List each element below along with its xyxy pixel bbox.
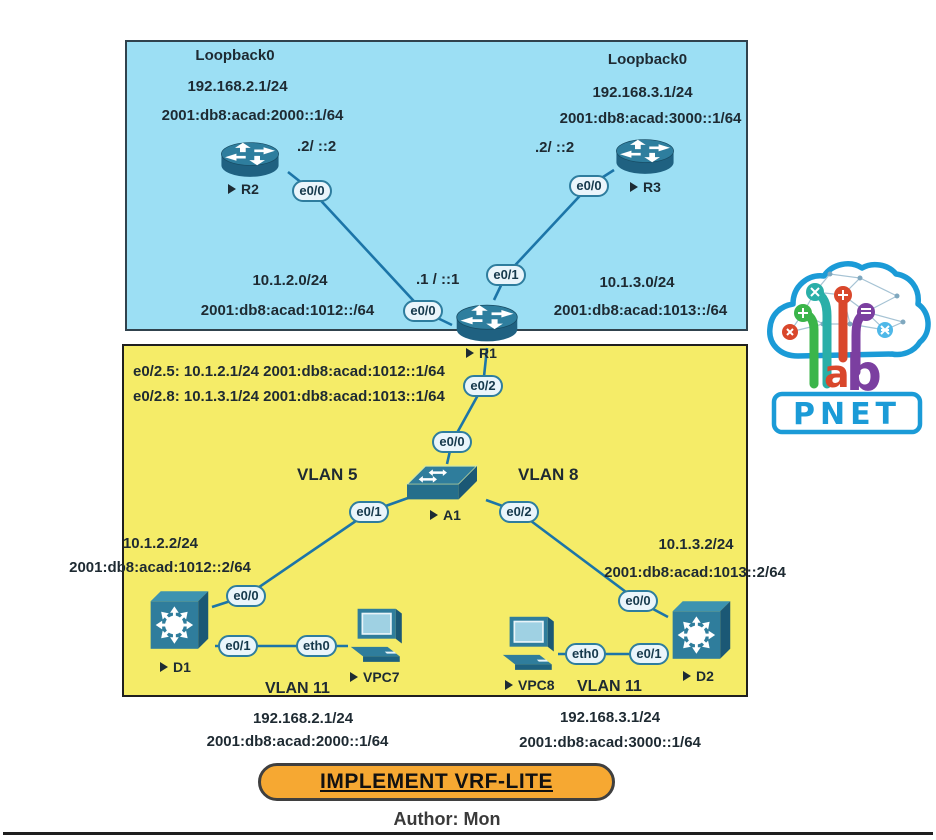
label-r2-link-addr: .2/ ::2 xyxy=(297,138,337,155)
title-banner: IMPLEMENT VRF-LITE xyxy=(258,763,615,801)
interface-badge-vpc7-eth0: eth0 xyxy=(296,635,337,657)
bottom-divider xyxy=(3,832,933,835)
device-marker-icon xyxy=(430,510,438,520)
switch-icon-a1[interactable] xyxy=(400,456,484,506)
label-d1-v6: 2001:db8:acad:1012::2/64 xyxy=(69,559,251,576)
interface-badge-r3-e0-0: e0/0 xyxy=(569,175,609,197)
device-label-d1: D1 xyxy=(160,659,191,675)
logo-cloud-icon xyxy=(767,261,931,359)
device-label-d2: D2 xyxy=(683,668,714,684)
label-vlan11-left: VLAN 11 xyxy=(265,680,330,697)
label-d2-v6: 2001:db8:acad:1013::2/64 xyxy=(604,564,786,581)
label-r2-loopback-v4: 192.168.2.1/24 xyxy=(187,78,288,95)
device-marker-icon xyxy=(350,672,358,682)
logo-wordmark: PNET xyxy=(793,397,901,432)
logo-wordmark-box xyxy=(771,391,923,435)
device-marker-icon xyxy=(630,182,638,192)
device-label-r3: R3 xyxy=(630,179,661,195)
label-vpc8-v6: 2001:db8:acad:3000::1/64 xyxy=(519,734,701,751)
label-net-right-v6: 2001:db8:acad:1013::/64 xyxy=(553,302,728,319)
pnetlab-logo: a b PNET xyxy=(767,261,931,435)
router-icon-r2[interactable] xyxy=(214,134,286,184)
logo-letter-a: a xyxy=(824,352,850,396)
label-vpc7-v4: 192.168.2.1/24 xyxy=(252,710,354,727)
title-banner-text: IMPLEMENT VRF-LITE xyxy=(320,770,553,793)
interface-badge-r1-e0-2: e0/2 xyxy=(463,375,503,397)
label-r2-loopback-v6: 2001:db8:acad:2000::1/64 xyxy=(161,107,344,124)
device-marker-icon xyxy=(505,680,513,690)
label-r3-loopback-v4: 192.168.3.1/24 xyxy=(592,84,693,101)
interface-badge-d2-e0-0: e0/0 xyxy=(618,590,658,612)
interface-badge-r1-e0-1: e0/1 xyxy=(486,264,526,286)
label-vlan8: VLAN 8 xyxy=(518,465,579,484)
interface-badge-d1-e0-0: e0/0 xyxy=(226,585,266,607)
device-label-r2: R2 xyxy=(228,181,259,197)
logo-network-nodes xyxy=(782,283,893,340)
device-label-r1: R1 xyxy=(466,345,497,361)
interface-badge-r1-e0-0: e0/0 xyxy=(403,300,443,322)
device-marker-icon xyxy=(160,662,168,672)
label-vpc7-v6: 2001:db8:acad:2000::1/64 xyxy=(206,733,389,750)
label-r3-loopback-title: Loopback0 xyxy=(607,51,688,68)
interface-badge-a1-e0-1: e0/1 xyxy=(349,501,389,523)
interface-badge-vpc8-eth0: eth0 xyxy=(565,643,606,665)
interface-badge-d2-e0-1: e0/1 xyxy=(629,643,669,665)
router-icon-r1[interactable] xyxy=(449,296,525,349)
pc-icon-vpc7[interactable] xyxy=(344,604,412,670)
pc-icon-vpc8[interactable] xyxy=(496,612,564,678)
interface-badge-d1-e0-1: e0/1 xyxy=(218,635,258,657)
label-r3-loopback-v6: 2001:db8:acad:3000::1/64 xyxy=(559,110,742,127)
interface-badge-a1-e0-0: e0/0 xyxy=(432,431,472,453)
label-net-left-v4: 10.1.2.0/24 xyxy=(252,272,328,289)
label-net-right-v4: 10.1.3.0/24 xyxy=(599,274,675,291)
device-marker-icon xyxy=(683,671,691,681)
label-vlan11-right: VLAN 11 xyxy=(577,678,642,695)
label-r1-link-addr: .1 / ::1 xyxy=(416,271,460,288)
label-r3-link-addr: .2/ ::2 xyxy=(535,139,575,156)
device-marker-icon xyxy=(466,348,474,358)
interface-badge-a1-e0-2: e0/2 xyxy=(499,501,539,523)
device-label-a1: A1 xyxy=(430,507,461,523)
label-r2-loopback-title: Loopback0 xyxy=(195,47,275,64)
label-r1-subinterface-2: e0/2.8: 10.1.3.1/24 2001:db8:acad:1013::… xyxy=(133,388,445,405)
label-r1-subinterface-1: e0/2.5: 10.1.2.1/24 2001:db8:acad:1012::… xyxy=(133,363,445,380)
label-d1-v4: 10.1.2.2/24 xyxy=(122,535,199,552)
device-label-vpc7: VPC7 xyxy=(350,669,400,685)
label-net-left-v6: 2001:db8:acad:1012::/64 xyxy=(200,302,375,319)
device-marker-icon xyxy=(228,184,236,194)
label-d2-v4: 10.1.3.2/24 xyxy=(658,536,734,553)
device-label-vpc8: VPC8 xyxy=(505,677,555,693)
author-label: Author: Mon xyxy=(393,809,501,829)
router-icon-r3[interactable] xyxy=(609,131,681,181)
multilayer-switch-icon-d1[interactable] xyxy=(142,583,214,657)
label-vpc8-v4: 192.168.3.1/24 xyxy=(559,709,661,726)
logo-mesh-dots xyxy=(820,271,906,327)
interface-badge-r2-e0-0: e0/0 xyxy=(292,180,332,202)
label-vlan5: VLAN 5 xyxy=(297,465,358,484)
multilayer-switch-icon-d2[interactable] xyxy=(664,593,736,667)
